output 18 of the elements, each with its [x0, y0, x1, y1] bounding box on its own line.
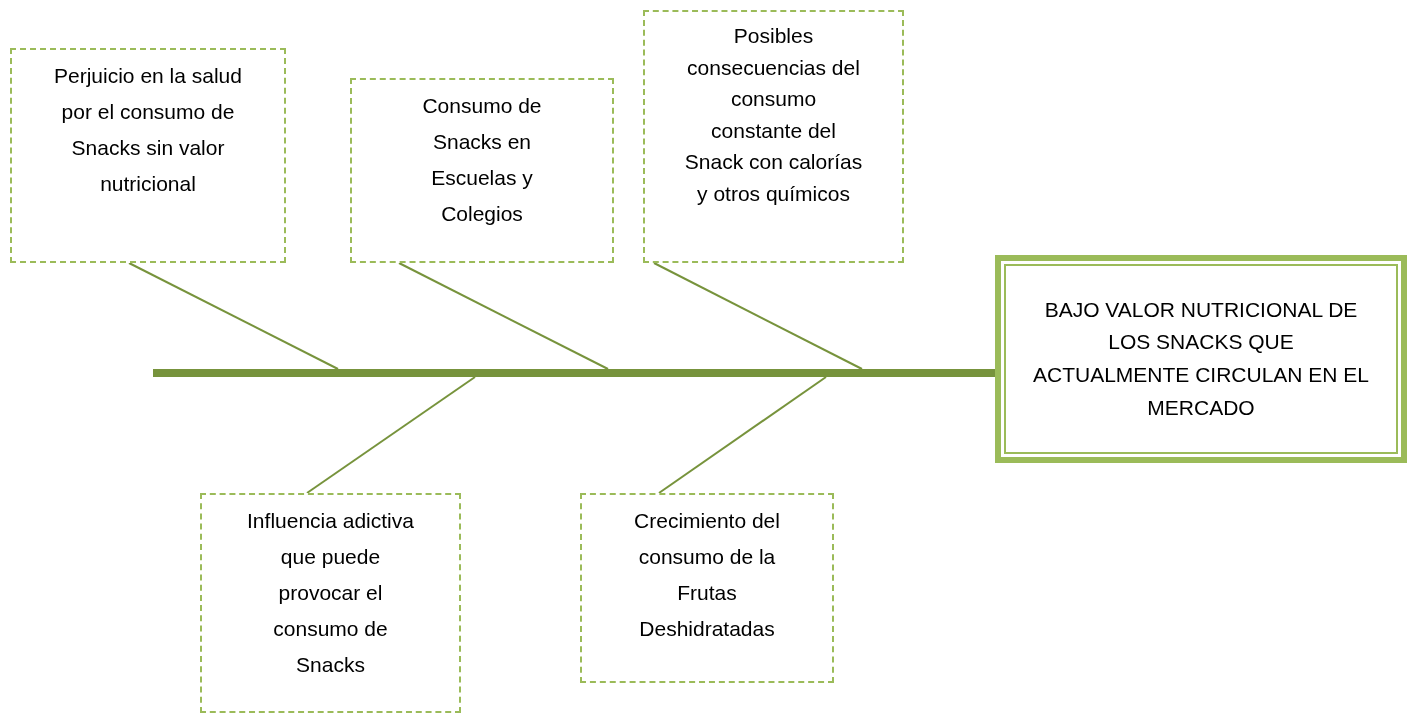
cause-text: Posibles consecuencias del consumo constante del Snack con calorías y otros químicos — [683, 23, 864, 207]
spine-bar — [153, 369, 995, 377]
cause-box — [200, 493, 461, 713]
cause-box — [580, 493, 834, 683]
rib-line — [658, 376, 827, 494]
effect-box — [995, 255, 1407, 463]
cause-text: Crecimiento del consumo de la Frutas Deshidratadas — [633, 508, 781, 643]
rib-line — [653, 262, 863, 370]
cause-box — [350, 78, 614, 263]
cause-box — [10, 48, 286, 263]
cause-text: Influencia adictiva que puede provocar el consumo de Snacks — [246, 508, 415, 679]
rib-line — [128, 262, 339, 370]
cause-text: Perjuicio en la salud por el consumo de Snacks sin valor nutricional — [53, 63, 243, 198]
rib-line — [306, 376, 476, 494]
cause-text: Consumo de Snacks en Escuelas y Colegios — [421, 93, 543, 228]
cause-box — [643, 10, 904, 263]
rib-line — [398, 262, 609, 370]
effect-text: BAJO VALOR NUTRICIONAL DE LOS SNACKS QUE ACTUALMENTE CIRCULAN EN EL MERCADO — [1031, 296, 1371, 421]
